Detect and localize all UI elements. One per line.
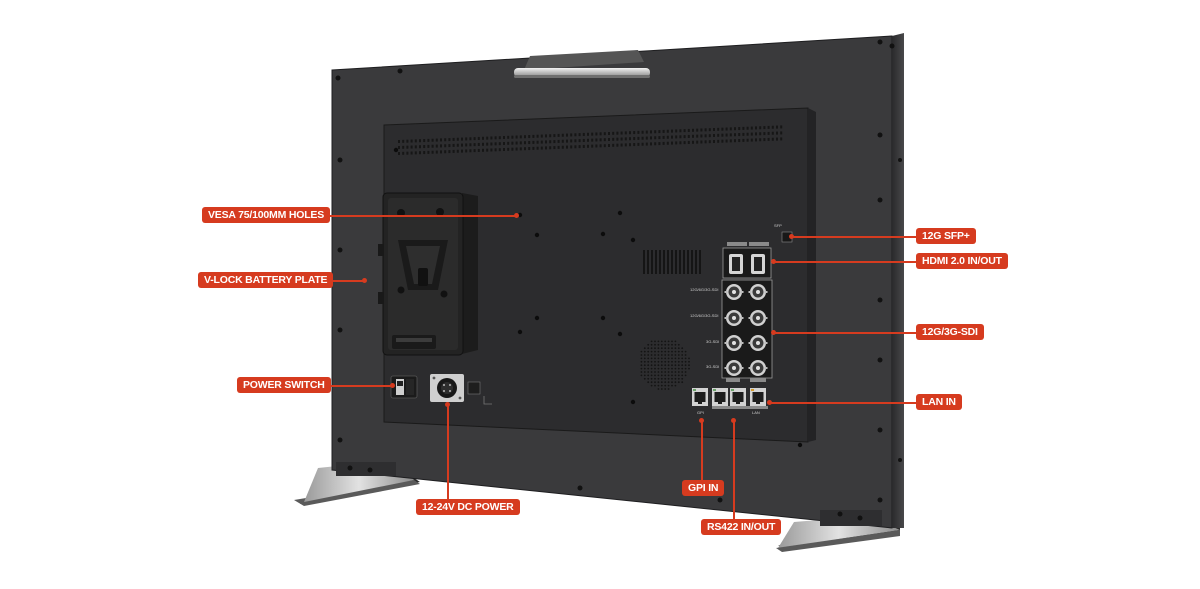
- power-switch: [390, 375, 418, 399]
- rj45-ports: [692, 388, 768, 409]
- hdmi-dot: [771, 259, 776, 264]
- side-vent: [643, 250, 701, 274]
- rs422-leader: [733, 420, 735, 520]
- sdi4-port-label: 3G-SDI: [706, 364, 720, 369]
- speaker-grille: [640, 340, 690, 390]
- vesa-dot: [514, 213, 519, 218]
- hdmi-ports: [722, 242, 772, 279]
- sfp-port-label: SFP: [774, 223, 782, 228]
- sdi-dot: [771, 330, 776, 335]
- vlock-battery-plate: [378, 192, 478, 356]
- lan-dot: [767, 400, 772, 405]
- gpi-dot: [699, 418, 704, 423]
- vesa-callout: VESA 75/100MM HOLES: [202, 207, 331, 223]
- vesa-leader: [320, 215, 516, 217]
- sdi-callout: 12G/3G-SDI: [916, 324, 984, 340]
- dc-power-callout: 12-24V DC POWER: [416, 499, 520, 515]
- sdi-leader: [774, 332, 916, 334]
- vlock-dot: [362, 278, 367, 283]
- dc-power-dot: [445, 402, 450, 407]
- sfp-dot: [789, 234, 794, 239]
- rs422-callout: RS422 IN/OUT: [701, 519, 782, 535]
- hdmi-leader: [774, 261, 916, 263]
- top-vent: [398, 125, 783, 155]
- power-switch-dot: [390, 383, 395, 388]
- sfp-leader: [792, 236, 916, 238]
- gpi-port-label: GPI: [697, 410, 704, 415]
- gpi-leader: [701, 420, 703, 481]
- rs422-dot: [731, 418, 736, 423]
- housing-side: [892, 33, 904, 528]
- gpi-callout: GPI IN: [682, 480, 725, 496]
- housing-screws: [335, 39, 902, 521]
- sdi1-port-label: 12G/6G/3G-SDI: [690, 287, 719, 292]
- lan-callout: LAN IN: [916, 394, 962, 410]
- sdi2-port-label: 12G/6G/3G-SDI: [690, 313, 719, 318]
- sdi-bnc-connectors: [721, 279, 773, 382]
- lan-port-label: LAN: [752, 410, 760, 415]
- carry-handle: [514, 50, 650, 78]
- lan-leader: [770, 402, 916, 404]
- dc-power-leader: [447, 404, 449, 500]
- sfp-callout: 12G SFP+: [916, 228, 976, 244]
- dc-power-connector: [430, 374, 492, 405]
- vlock-leader: [314, 280, 364, 282]
- vlock-callout: V-LOCK BATTERY PLATE: [198, 272, 334, 288]
- power-switch-leader: [320, 385, 392, 387]
- hdmi-callout: HDMI 2.0 IN/OUT: [916, 253, 1008, 269]
- vesa-holes: [393, 147, 803, 448]
- sdi3-port-label: 3G-SDI: [706, 339, 720, 344]
- power-switch-callout: POWER SWITCH: [237, 377, 331, 393]
